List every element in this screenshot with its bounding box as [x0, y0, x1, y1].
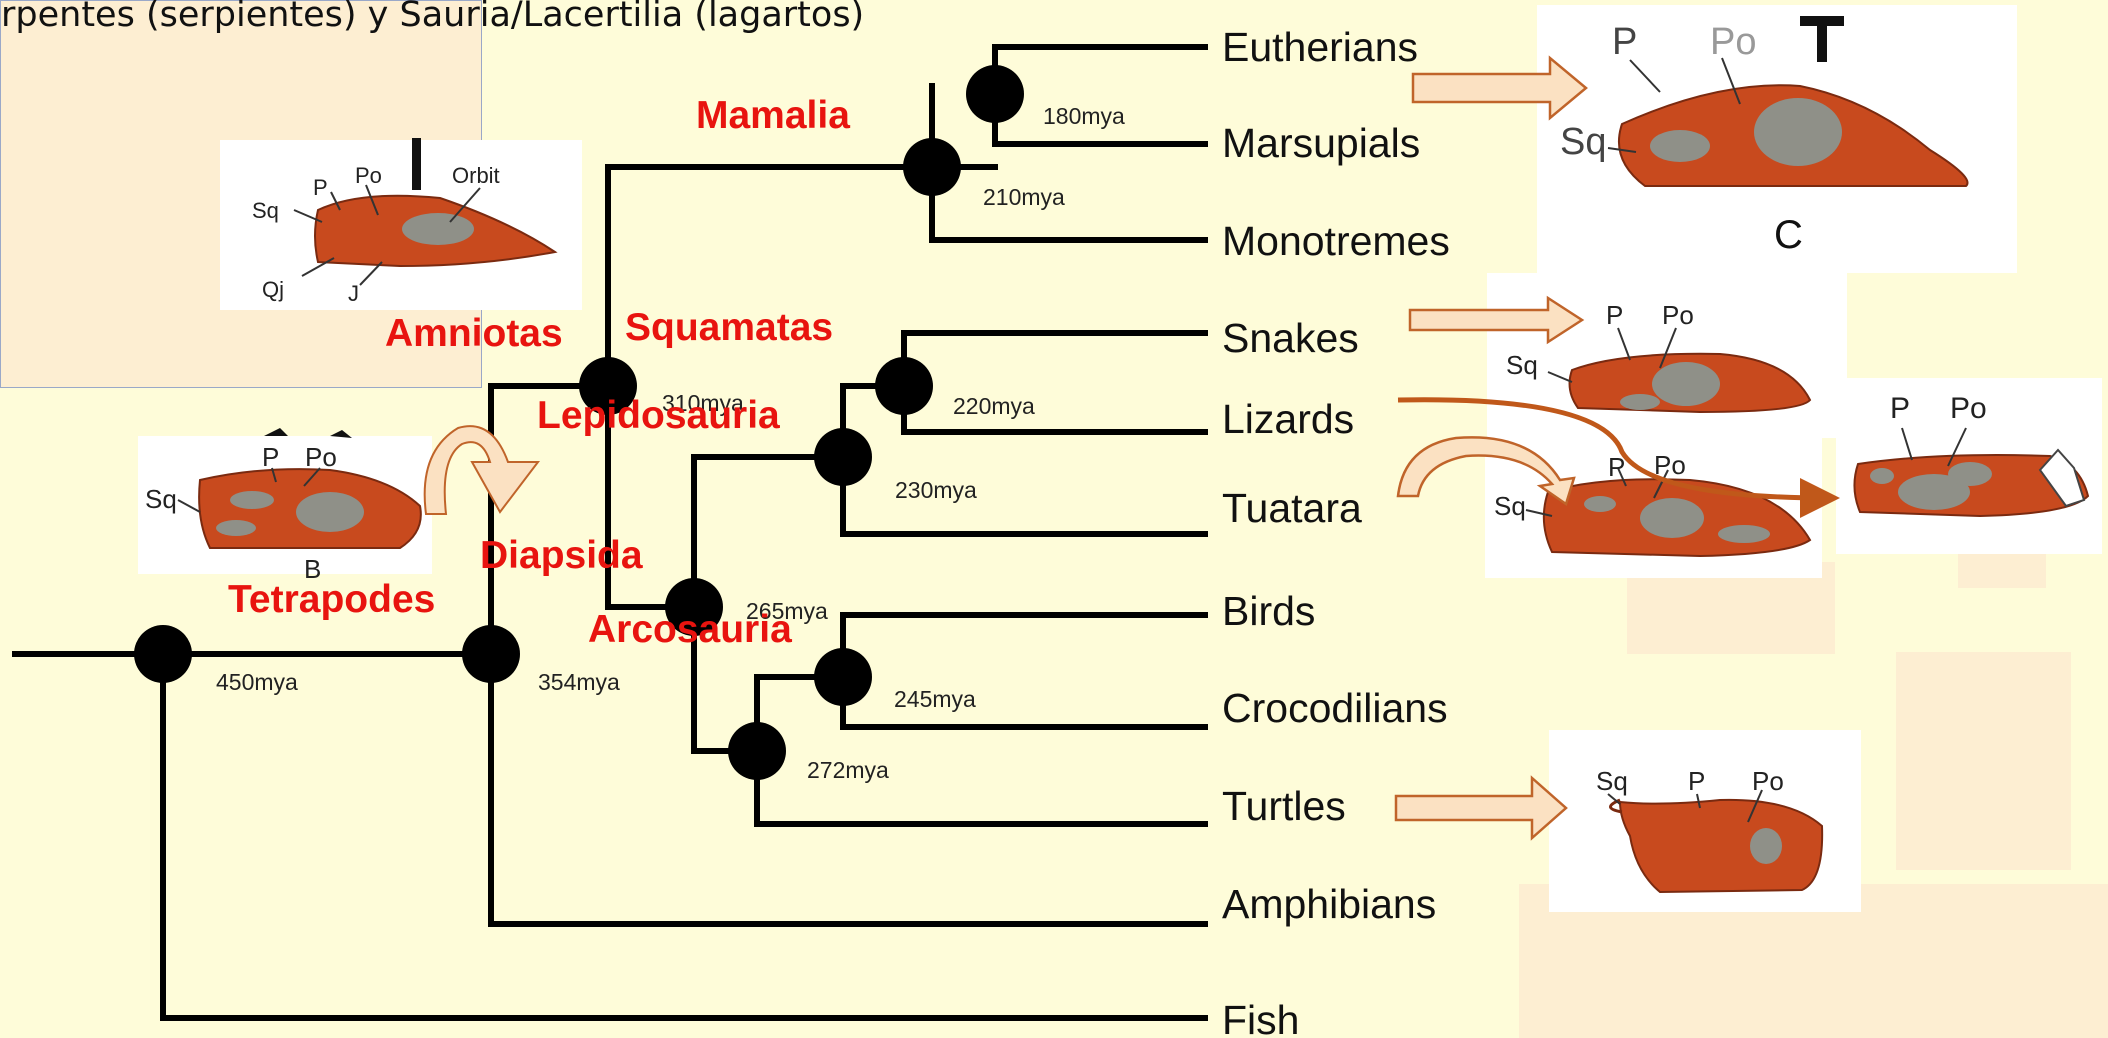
node-diapsids: [665, 578, 723, 636]
time-label-310: 310mya: [662, 390, 744, 416]
taxon-amphibians: Amphibians: [1222, 881, 1436, 927]
taxon-snakes: Snakes: [1222, 315, 1359, 361]
skull-label-qj: Qj: [262, 277, 284, 302]
skull-snake-label-sq: Sq: [1506, 350, 1538, 380]
taxon-tuatara: Tuatara: [1222, 485, 1362, 531]
node-amniotes: [579, 357, 637, 415]
skull-tuatara-label-sq: Sq: [1494, 491, 1526, 521]
overlay-panel-2: [1896, 652, 2071, 870]
skull-turtle-label-po: Po: [1752, 766, 1784, 796]
skull-snake: Sq P Po: [1506, 300, 1812, 414]
skull-label-sq: Sq: [252, 198, 279, 223]
time-label-245: 245mya: [894, 686, 976, 712]
skull-turtle-label-p: P: [1688, 766, 1705, 796]
clade-label-lepidosauria: Lepidosauria: [537, 394, 780, 437]
time-label-272: 272mya: [807, 757, 889, 783]
skull-b-label-po: Po: [305, 442, 337, 472]
taxon-monotremes: Monotremes: [1222, 218, 1450, 264]
skull-b-label-p: P: [262, 442, 279, 472]
taxon-marsupials: Marsupials: [1222, 120, 1420, 166]
skull-label-p: P: [313, 175, 328, 200]
skull-lizard-label-po: Po: [1950, 392, 1987, 425]
taxon-fish: Fish: [1222, 997, 1299, 1038]
time-label-180: 180mya: [1043, 103, 1125, 129]
skull-anapsid-b: Sq P Po B: [145, 425, 541, 584]
skull-lizard-label-p: P: [1890, 392, 1910, 425]
clade-label-amniotas: Amniotas: [385, 312, 563, 355]
curved-arrow-b: [423, 425, 541, 515]
skull-c-letter: C: [1774, 213, 1803, 257]
time-label-265: 265mya: [746, 598, 828, 624]
tree-nodes: [134, 65, 1024, 780]
skull-mammal-c: P Po Sq C: [1560, 16, 1969, 257]
arrow-eutherians: [1411, 55, 1588, 121]
node-vertebrates: [134, 625, 192, 683]
clade-label-diapsida: Diapsida: [480, 534, 643, 577]
time-label-210: 210mya: [983, 184, 1065, 210]
node-squamates: [875, 357, 933, 415]
skull-c-label-po: Po: [1710, 21, 1756, 63]
node-archosaurs: [814, 648, 872, 706]
caption-text: rpentes (serpientes) y Sauria/Lacertilia…: [1, 0, 865, 35]
skull-c-label-sq: Sq: [1560, 121, 1606, 163]
overlay-panel-4: [1958, 548, 2046, 588]
skull-synapsid-small: Sq P Po Orbit Qj J: [252, 138, 558, 306]
time-label-354: 354mya: [538, 669, 620, 695]
skull-snake-label-p: P: [1606, 300, 1623, 330]
curved-arrow-tuatara: [1396, 436, 1576, 506]
skull-label-j: J: [348, 281, 359, 306]
node-mammals: [903, 138, 961, 196]
skull-label-orbit: Orbit: [452, 163, 500, 188]
skull-snake-label-po: Po: [1662, 300, 1694, 330]
taxon-birds: Birds: [1222, 588, 1315, 634]
clade-label-tetrapodes: Tetrapodes: [228, 578, 436, 621]
skull-turtle: Sq P Po: [1596, 766, 1824, 894]
skull-label-po: Po: [355, 163, 382, 188]
skull-b-letter: B: [304, 554, 321, 584]
skull-lizard: P Po: [1853, 392, 2090, 518]
clade-label-arcosauria: Arcosauria: [588, 608, 792, 651]
arrow-snakes: [1408, 295, 1585, 345]
arrow-turtles: [1394, 775, 1568, 841]
node-tetrapods: [462, 625, 520, 683]
node-theria: [966, 65, 1024, 123]
taxon-eutherians: Eutherians: [1222, 24, 1418, 70]
skull-tuatara: Sq P Po: [1494, 450, 1812, 558]
skull-turtle-label-sq: Sq: [1596, 766, 1628, 796]
taxon-crocodilians: Crocodilians: [1222, 685, 1448, 731]
node-archosauromorphs: [728, 722, 786, 780]
skull-tuatara-label-po: Po: [1654, 450, 1686, 480]
clade-label-squamatas: Squamatas: [625, 306, 834, 349]
curve-arrow-lizards: [1397, 397, 1840, 518]
skull-tuatara-label-p: P: [1608, 452, 1625, 482]
skull-c-label-p: P: [1612, 21, 1637, 63]
skull-b-label-sq: Sq: [145, 484, 177, 514]
taxon-lizards: Lizards: [1222, 396, 1354, 442]
clade-label-mamalia: Mamalia: [696, 94, 850, 137]
time-label-220: 220mya: [953, 393, 1035, 419]
node-lepidosaurs: [814, 428, 872, 486]
time-label-230: 230mya: [895, 477, 977, 503]
time-label-450: 450mya: [216, 669, 298, 695]
taxon-turtles: Turtles: [1222, 783, 1346, 829]
